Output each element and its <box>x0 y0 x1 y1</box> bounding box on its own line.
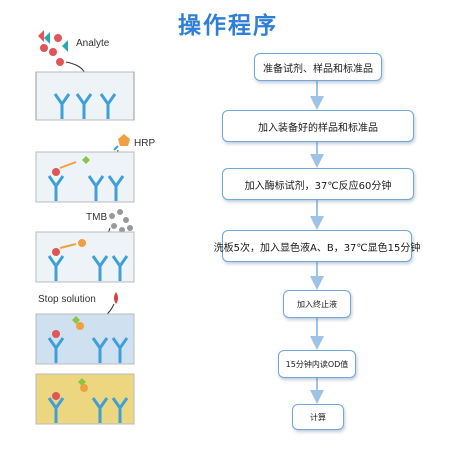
analyte-label: Analyte <box>76 38 110 49</box>
antibody-icon <box>47 337 129 363</box>
tmb-dots-icon <box>109 209 133 233</box>
antibody-icon <box>47 255 129 281</box>
antibody-icon <box>47 397 129 423</box>
step-7-box: 计算 <box>292 404 344 430</box>
well-2 <box>35 151 135 203</box>
stop-solution-label: Stop solution <box>38 294 96 305</box>
stop-drop-icon <box>114 292 118 304</box>
step-6-box: 15分钟内读OD值 <box>278 350 356 378</box>
tmb-label: TMB <box>86 212 108 223</box>
well-3 <box>35 231 135 283</box>
step-5-box: 加入终止液 <box>283 290 351 318</box>
step-3-box: 加入酶标试剂，37℃反应60分钟 <box>222 168 414 200</box>
page-title: 操作程序 <box>178 13 278 39</box>
well-1 <box>35 71 135 121</box>
antibody-icon <box>47 175 125 201</box>
step-1-box: 准备试剂、样品和标准品 <box>254 53 382 81</box>
well-4 <box>35 313 135 365</box>
step-4-box: 洗板5次，加入显色液A、B，37℃显色15分钟 <box>214 230 420 262</box>
hrp-label: HRP <box>134 138 156 149</box>
step-2-box: 加入装备好的样品和标准品 <box>222 110 414 142</box>
analyte-molecules-icon <box>38 30 68 66</box>
well-5 <box>35 373 135 425</box>
hrp-enzyme-icon <box>113 134 130 151</box>
antibody-icon <box>53 93 117 119</box>
